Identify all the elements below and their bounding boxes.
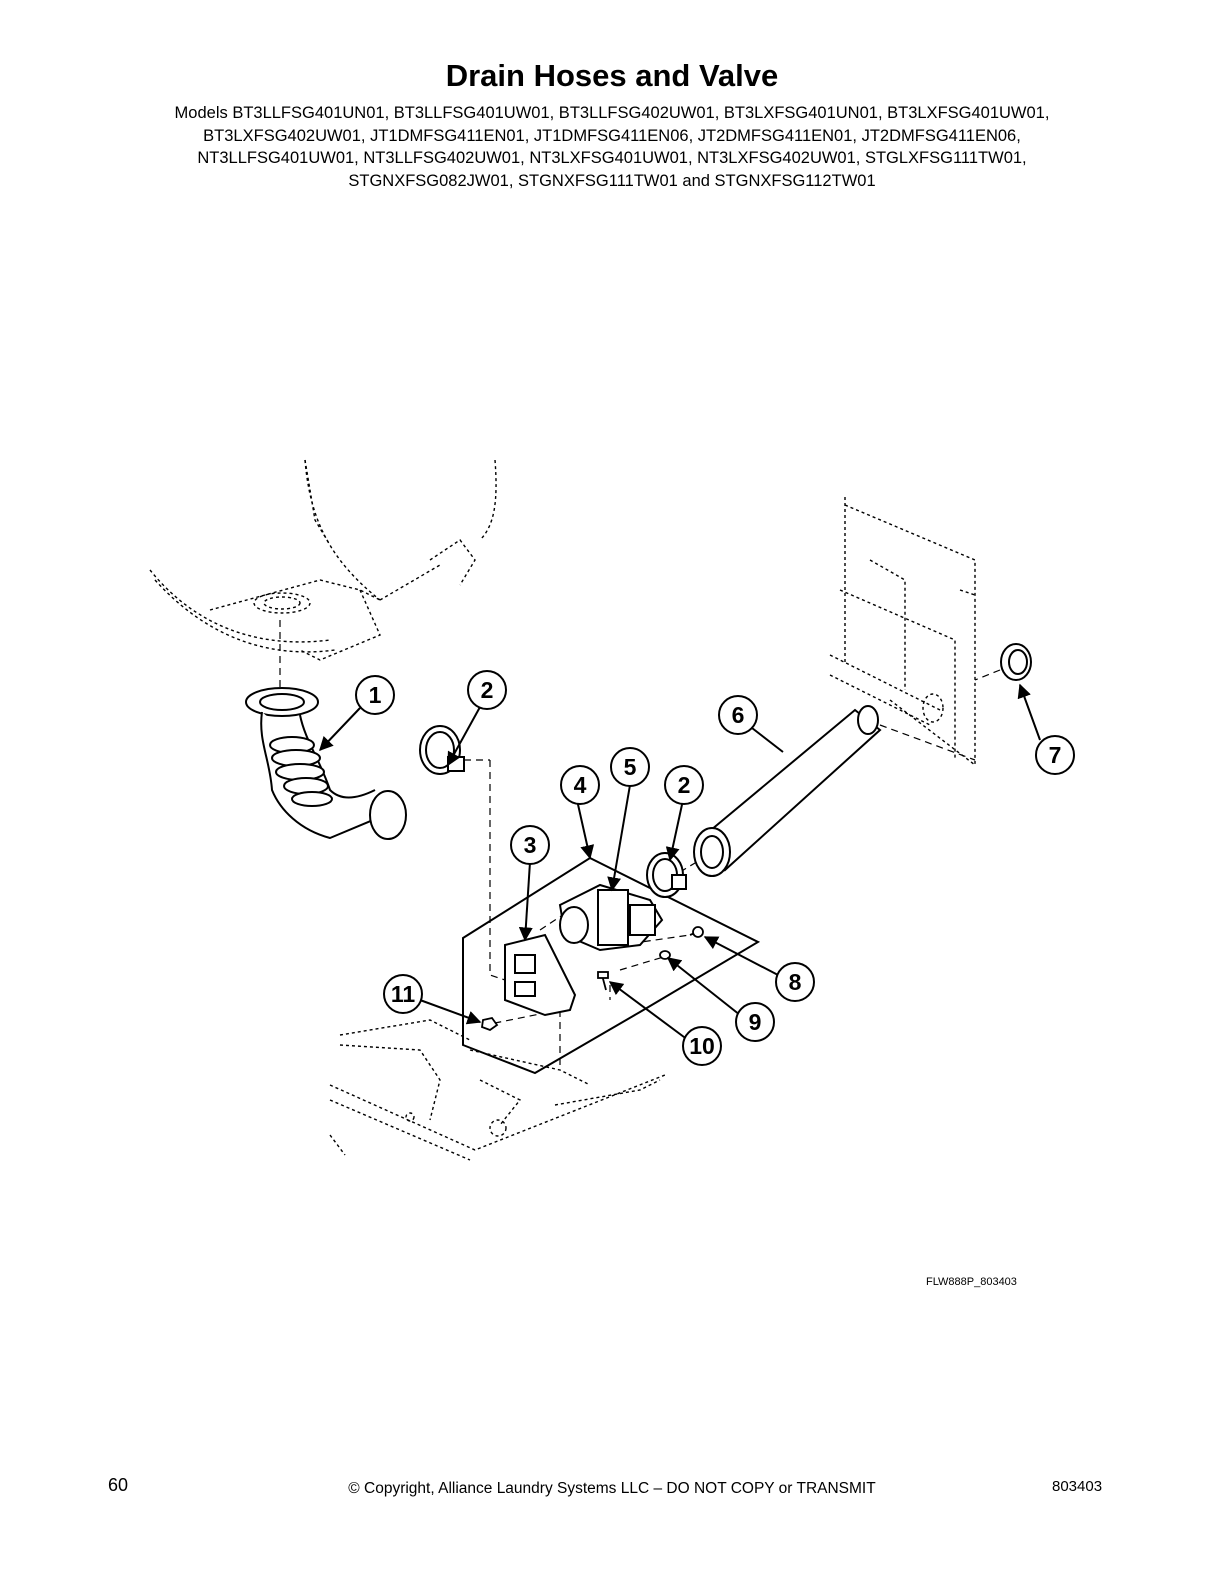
- part-grommet: [1000, 643, 1032, 681]
- svg-text:1: 1: [369, 682, 382, 708]
- callout-4: 4: [560, 765, 600, 805]
- callout-1: 1: [355, 675, 395, 715]
- models-line: NT3LLFSG401UW01, NT3LLFSG402UW01, NT3LXF…: [197, 149, 1027, 167]
- copyright-notice: © Copyright, Alliance Laundry Systems LL…: [348, 1480, 876, 1497]
- page-title: Drain Hoses and Valve: [445, 58, 779, 93]
- callout-2-lower: 2: [664, 765, 704, 805]
- callout-markers: 1 2 2 3 4 5 6 7: [355, 670, 1075, 1066]
- callout-11: 11: [383, 974, 423, 1014]
- callout-6: 6: [718, 695, 758, 735]
- callout-3: 3: [510, 825, 550, 865]
- callout-9: 9: [735, 1002, 775, 1042]
- models-line: BT3LXFSG402UW01, JT1DMFSG411EN01, JT1DMF…: [203, 126, 1021, 145]
- svg-text:9: 9: [749, 1009, 762, 1035]
- callout-10: 10: [682, 1026, 722, 1066]
- callout-2-upper: 2: [467, 670, 507, 710]
- svg-text:4: 4: [574, 772, 587, 798]
- models-list: Models BT3LLFSG401UN01, BT3LLFSG401UW01,…: [100, 102, 1124, 192]
- svg-text:8: 8: [789, 969, 802, 995]
- tub-outline: [149, 459, 497, 661]
- part-drain-valve: [558, 883, 664, 952]
- svg-text:2: 2: [678, 772, 691, 798]
- part-drain-hose-long: [693, 705, 882, 877]
- svg-text:10: 10: [689, 1033, 715, 1059]
- callout-7: 7: [1035, 735, 1075, 775]
- svg-text:6: 6: [732, 702, 745, 728]
- cabinet-outline: [829, 497, 976, 766]
- page-number: 60: [108, 1475, 129, 1495]
- models-line: STGNXFSG082JW01, STGNXFSG111TW01 and STG…: [348, 171, 876, 190]
- svg-text:5: 5: [624, 754, 637, 780]
- callout-leaders: [319, 683, 1041, 1041]
- models-line: Models BT3LLFSG401UN01, BT3LLFSG401UW01,…: [174, 104, 1050, 122]
- callout-5: 5: [610, 747, 650, 787]
- part-valve-bracket: [504, 933, 577, 1017]
- svg-text:2: 2: [481, 677, 494, 703]
- part-hose-clamp-lower: [646, 852, 687, 898]
- document-number: 803403: [1052, 1478, 1103, 1495]
- svg-text:11: 11: [391, 981, 416, 1007]
- part-screws-nuts: [481, 926, 704, 1032]
- base-frame-outline: [329, 1019, 666, 1161]
- part-drain-hose-elbow: [245, 687, 407, 840]
- figure-reference: FLW888P_803403: [926, 1276, 1017, 1288]
- callout-8: 8: [775, 962, 815, 1002]
- svg-text:7: 7: [1049, 742, 1062, 768]
- svg-text:3: 3: [524, 832, 537, 858]
